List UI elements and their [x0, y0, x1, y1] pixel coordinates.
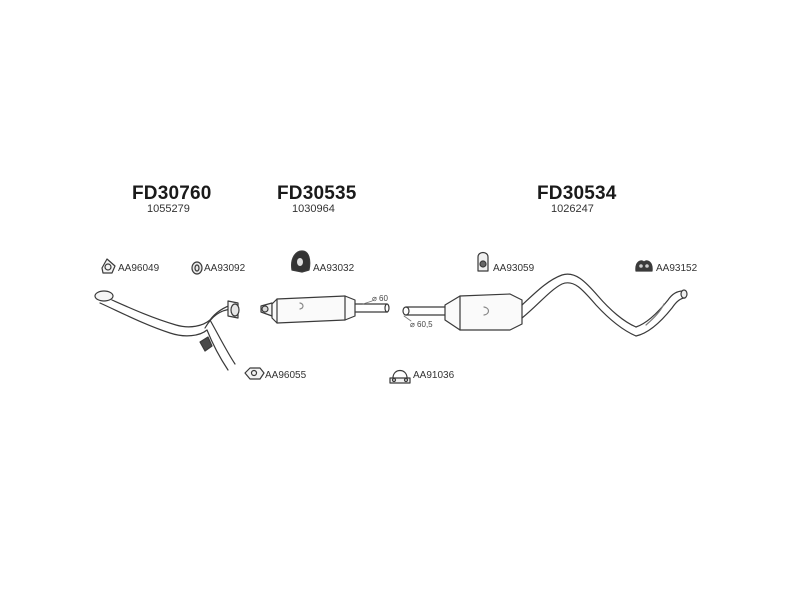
middle-muffler-fd30535 — [260, 295, 390, 324]
part-label-aa93092: AA93092 — [204, 263, 246, 274]
part-label-aa93152: AA93152 — [656, 263, 698, 274]
part-label-aa96049: AA96049 — [118, 263, 160, 274]
part-code-fd30535: FD30535 — [277, 183, 357, 204]
diameter-label-60-5: ⌀ 60,5 — [410, 320, 433, 329]
rubber-hanger-icon — [635, 260, 653, 272]
rubber-hanger-icon — [477, 251, 489, 272]
front-pipe-fd30760 — [94, 290, 240, 371]
part-code-fd30534: FD30534 — [537, 183, 617, 204]
rear-muffler-fd30534 — [402, 273, 688, 337]
part-label-aa93032: AA93032 — [313, 263, 355, 274]
diameter-label-60: ⌀ 60 — [372, 294, 388, 303]
rubber-hanger-icon — [191, 261, 203, 275]
part-label-aa91036: AA91036 — [413, 370, 455, 381]
oem-number-1026247: 1026247 — [551, 203, 594, 215]
pipe-clamp-icon — [389, 369, 411, 384]
ring-gasket-icon — [101, 258, 116, 274]
part-label-aa96055: AA96055 — [265, 370, 307, 381]
ring-gasket-icon — [244, 367, 265, 380]
rubber-hanger-icon — [291, 250, 311, 273]
oem-number-1055279: 1055279 — [147, 203, 190, 215]
part-label-aa93059: AA93059 — [493, 263, 535, 274]
oem-number-1030964: 1030964 — [292, 203, 335, 215]
part-code-fd30760: FD30760 — [132, 183, 212, 204]
